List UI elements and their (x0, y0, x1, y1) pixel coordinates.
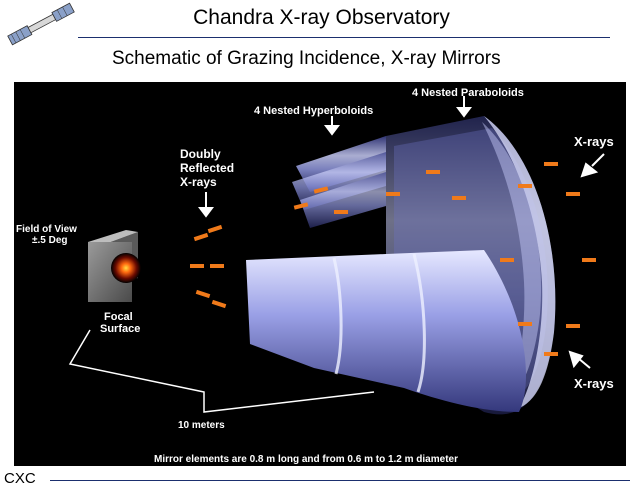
footer-label: CXC (4, 470, 36, 487)
xrays-bottom-label: X-rays (574, 376, 614, 391)
doubly-label-line2: Reflected (180, 161, 234, 175)
front-mirror-shell (246, 250, 526, 412)
fov-label-line2: ±.5 Deg (32, 235, 68, 246)
footer-divider (50, 480, 630, 481)
focal-label-line2: Surface (100, 323, 140, 335)
page-title: Chandra X-ray Observatory (193, 6, 450, 29)
focal-label-line1: Focal (104, 311, 133, 323)
xrays-top-label: X-rays (574, 134, 614, 149)
distance-bracket (68, 329, 375, 413)
hyperboloids-label: 4 Nested Hyperboloids (254, 105, 373, 117)
doubly-label-line1: Doubly (180, 147, 221, 161)
distance-label: 10 meters (178, 420, 225, 431)
satellite-icon (7, 2, 75, 46)
mirror-diagram: 4 Nested Paraboloids 4 Nested Hyperboloi… (16, 87, 614, 465)
paraboloids-label: 4 Nested Paraboloids (412, 87, 524, 99)
focal-surface-cube (88, 230, 141, 302)
title-divider (78, 37, 610, 38)
mirror-diagram-panel: 4 Nested Paraboloids 4 Nested Hyperboloi… (14, 82, 626, 466)
nested-hyperboloids (292, 136, 386, 228)
xray-paths (190, 162, 596, 356)
label-arrows (198, 96, 605, 369)
page-subtitle: Schematic of Grazing Incidence, X-ray Mi… (112, 48, 501, 69)
fov-label-line1: Field of View (16, 224, 77, 235)
caption: Mirror elements are 0.8 m long and from … (154, 454, 458, 465)
doubly-label-line3: X-rays (180, 175, 217, 189)
